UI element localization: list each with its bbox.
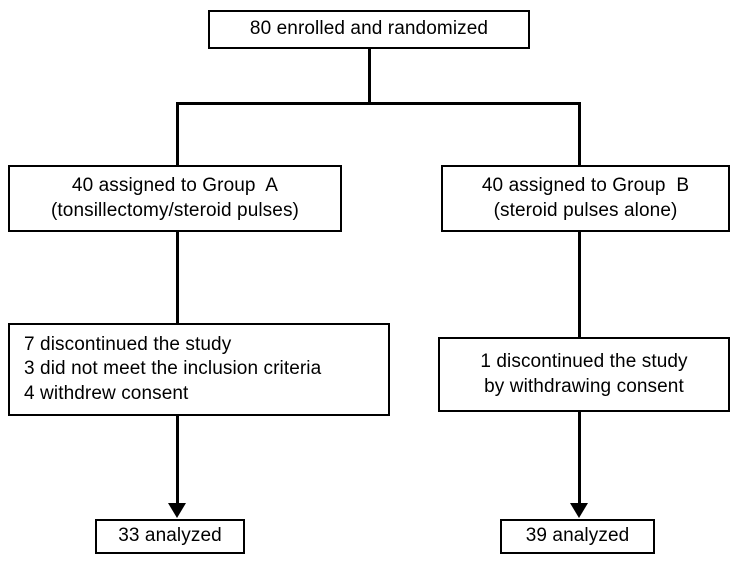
connector-drop-to-group-b bbox=[578, 102, 581, 166]
node-analyzed-group-a: 33 analyzed bbox=[95, 519, 245, 554]
node-analyzed-b-line1: 39 analyzed bbox=[525, 525, 630, 547]
node-group-b-allocation: 40 assigned to Group B (steroid pulses a… bbox=[441, 165, 730, 232]
connector-group-a-to-exclusions bbox=[176, 231, 179, 324]
node-group-a-line2: (tonsillectomy/steroid pulses) bbox=[51, 199, 299, 221]
connector-drop-to-group-a bbox=[176, 102, 179, 166]
node-group-b-exclusions: 1 discontinued the study by withdrawing … bbox=[438, 337, 730, 412]
node-enrolled-line1: 80 enrolled and randomized bbox=[249, 18, 489, 40]
node-exclusions-b-line2: by withdrawing consent bbox=[484, 375, 684, 397]
node-exclusions-a-line2: 3 did not meet the inclusion criteria bbox=[24, 358, 322, 380]
node-enrolled-randomized: 80 enrolled and randomized bbox=[208, 10, 530, 49]
connector-exclusions-b-to-analyzed bbox=[578, 411, 581, 504]
node-exclusions-a-line1: 7 discontinued the study bbox=[24, 334, 232, 356]
connector-exclusions-a-to-analyzed bbox=[176, 415, 179, 504]
connector-enrolled-stem bbox=[368, 49, 371, 105]
arrowhead-to-analyzed-b-icon bbox=[570, 503, 588, 518]
node-group-b-line2: (steroid pulses alone) bbox=[493, 199, 678, 221]
node-exclusions-a-line3: 4 withdrew consent bbox=[24, 382, 189, 404]
node-group-b-line1: 40 assigned to Group B bbox=[481, 175, 690, 197]
node-group-a-line1: 40 assigned to Group A bbox=[71, 175, 279, 197]
node-analyzed-group-b: 39 analyzed bbox=[500, 519, 655, 554]
node-analyzed-a-line1: 33 analyzed bbox=[118, 525, 222, 547]
connector-randomization-split-bar bbox=[176, 102, 581, 105]
connector-group-b-to-exclusions bbox=[578, 231, 581, 338]
node-exclusions-b-line1: 1 discontinued the study bbox=[480, 351, 688, 373]
arrowhead-to-analyzed-a-icon bbox=[168, 503, 186, 518]
node-group-a-allocation: 40 assigned to Group A (tonsillectomy/st… bbox=[8, 165, 342, 232]
node-group-a-exclusions: 7 discontinued the study 3 did not meet … bbox=[8, 323, 390, 416]
